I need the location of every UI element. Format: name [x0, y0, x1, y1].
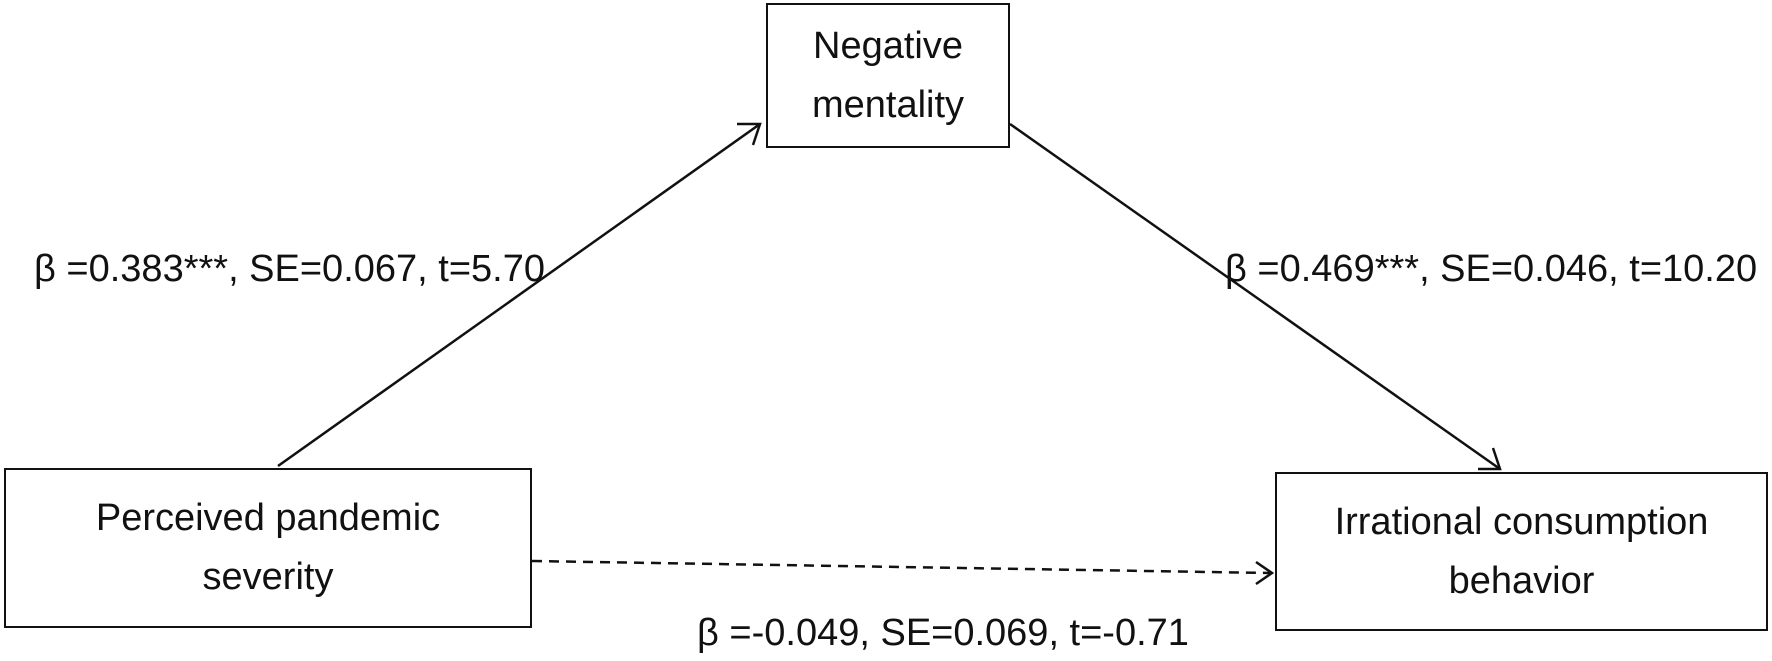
predictor-box-perceived-pandemic-severity: Perceived pandemic severity	[4, 468, 532, 628]
arrow-predictor-to-mediator	[277, 122, 762, 468]
path-c-coefficient-label: β =-0.049, SE=0.069, t=-0.71	[697, 612, 1189, 654]
path-a-coefficient-label: β =0.383***, SE=0.067, t=5.70	[34, 248, 545, 290]
predictor-label-line1: Perceived pandemic	[95, 497, 441, 540]
mediator-label-line2: mentality	[811, 83, 965, 126]
path-b-coefficient-label: β =0.469***, SE=0.046, t=10.20	[1225, 248, 1758, 290]
arrow-mediator-to-outcome	[1009, 122, 1502, 471]
arrow-predictor-to-outcome-dashed	[531, 559, 1275, 586]
mediator-box-negative-mentality: Negative mentality	[766, 3, 1010, 148]
mediator-label-line1: Negative	[813, 24, 963, 67]
predictor-label-line2: severity	[202, 556, 334, 598]
outcome-label-line1: Irrational consumption	[1334, 500, 1709, 543]
outcome-label-line2: behavior	[1448, 559, 1595, 602]
outcome-box-irrational-consumption-behavior: Irrational consumption behavior	[1275, 472, 1768, 631]
